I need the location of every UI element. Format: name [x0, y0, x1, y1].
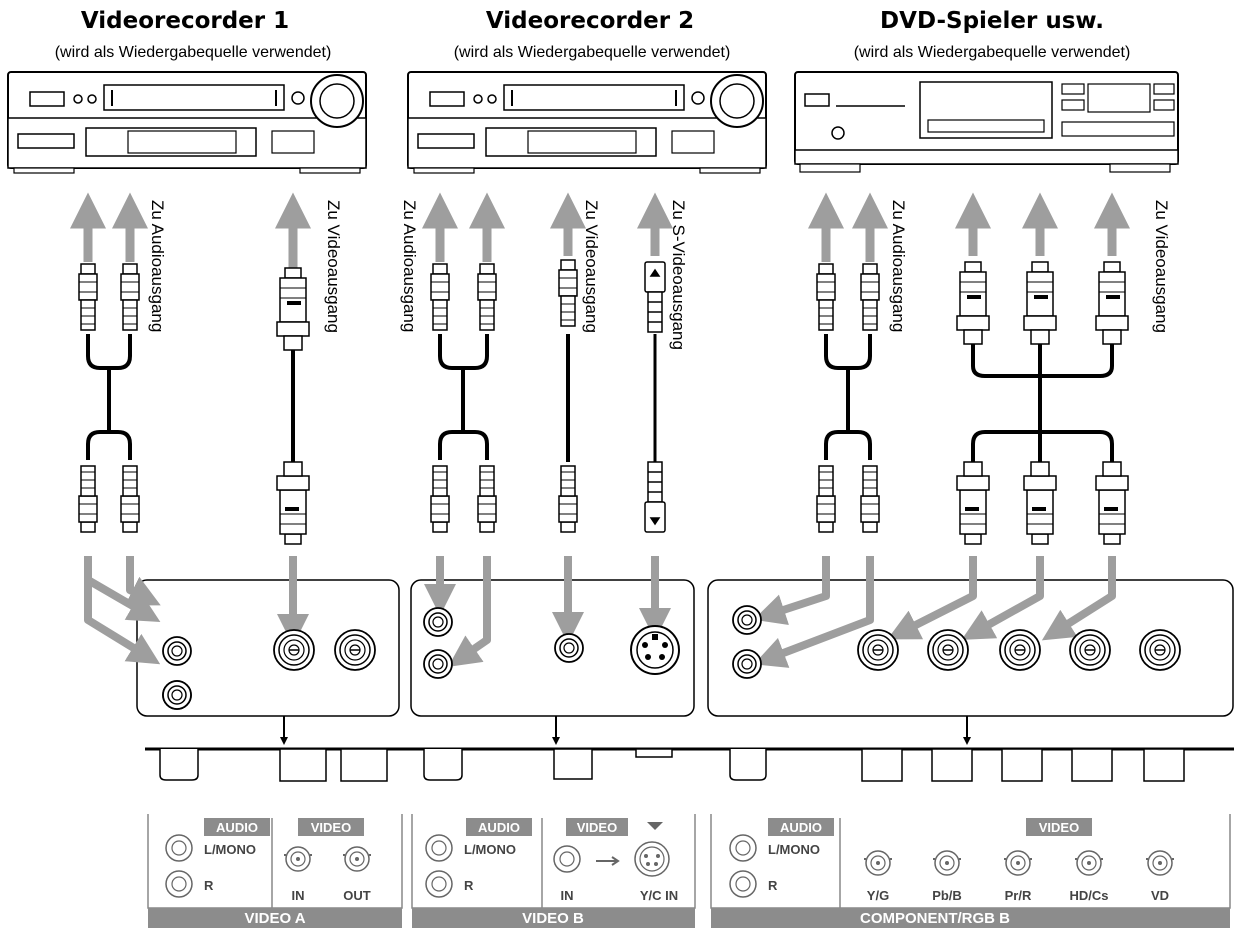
- panel-a-video-label: VIDEO: [311, 820, 351, 835]
- plugs-bottom: [78, 461, 1129, 545]
- panel-c-l-jack-icon: [729, 834, 757, 862]
- panel-a-r-label: R: [204, 878, 214, 893]
- device-2-subtitle: (wird als Wiedergabequelle verwendet): [454, 44, 731, 61]
- panel-c-name: COMPONENT/RGB B: [860, 910, 1010, 927]
- panel-b-svideo-marker-icon: [647, 822, 663, 830]
- panel-c-pbb-jack-icon: [932, 850, 962, 876]
- panel-a-in-label: IN: [292, 888, 305, 903]
- panel-b-name: VIDEO B: [522, 910, 584, 927]
- panel-b-video-badge: [566, 818, 628, 836]
- panel-b-svideo-jack-icon: [634, 841, 670, 877]
- panel-c-video-badge: [1026, 818, 1092, 836]
- panel-c-video-label: VIDEO: [1039, 820, 1079, 835]
- device-2-title: Videorecorder 2: [486, 8, 694, 34]
- panel-c-audio-badge: [768, 818, 834, 836]
- panel-b-l-jack-icon: [425, 834, 453, 862]
- dvd-player-illustration: [794, 71, 1179, 173]
- label-dvd-video-out: Zu Videoausgang: [1152, 200, 1171, 333]
- panel-c-audio-label: AUDIO: [780, 820, 822, 835]
- panel-a-out-label: OUT: [343, 888, 371, 903]
- panel-c-port-label: Y/G: [867, 888, 889, 903]
- device-3-title: DVD-Spieler usw.: [880, 8, 1104, 34]
- panel-a-r-jack-icon: [165, 870, 193, 898]
- panel-c-lmono-label: L/MONO: [768, 842, 820, 857]
- panel-b-name-bar: [412, 908, 695, 928]
- panel-b-in-jack-icon: [553, 845, 581, 873]
- cables: [86, 334, 1114, 462]
- vcr-1-illustration: [7, 71, 367, 174]
- panel-a-audio-label: AUDIO: [216, 820, 258, 835]
- label-vcr1-audio-out: Zu Audioausgang: [148, 200, 167, 332]
- device-1-title: Videorecorder 1: [81, 8, 289, 34]
- panel-b-audio-badge: [466, 818, 532, 836]
- panel-b-r-jack-icon: [425, 870, 453, 898]
- s-video-plug-bottom: [644, 461, 666, 533]
- panel-a-l-jack-icon: [165, 834, 193, 862]
- panel-c-yg-jack-icon: [863, 850, 893, 876]
- panel-b-arrow-icon: [596, 856, 620, 866]
- panel-c-r-jack-icon: [729, 870, 757, 898]
- vcr-2-illustration: [407, 71, 767, 174]
- panel-c-prr-jack-icon: [1003, 850, 1033, 876]
- arrows-to-rear-panel: [280, 716, 971, 745]
- panel-b-yc-in-label: Y/C IN: [640, 888, 678, 903]
- label-dvd-audio-out: Zu Audioausgang: [889, 200, 908, 332]
- panel-c-hdcs-jack-icon: [1074, 850, 1104, 876]
- panel-c-port-label: HD/Cs: [1069, 888, 1108, 903]
- panel-a-out-jack-icon: [342, 846, 372, 872]
- label-vcr2-video-out: Zu Videoausgang: [582, 200, 601, 333]
- panel-c-port-label: Pb/B: [932, 888, 962, 903]
- arrows-to-panels: [84, 556, 1116, 668]
- panel-b-in-label: IN: [561, 888, 574, 903]
- panel-c-r-label: R: [768, 878, 778, 893]
- plugs-top: [78, 259, 1129, 351]
- panel-c-port-label: Pr/R: [1005, 888, 1032, 903]
- arrows-to-devices: [70, 192, 1130, 282]
- rear-panel-edge: [145, 747, 1234, 782]
- panel-b-audio-label: AUDIO: [478, 820, 520, 835]
- panel-c-port-label: VD: [1151, 888, 1169, 903]
- panel-a-video-badge: [298, 818, 364, 836]
- label-vcr2-audio-out: Zu Audioausgang: [400, 200, 419, 332]
- device-3-subtitle: (wird als Wiedergabequelle verwendet): [854, 44, 1131, 61]
- panel-b-video-label: VIDEO: [577, 820, 617, 835]
- s-video-plug-top: [644, 261, 666, 333]
- panel-a-name-bar: [148, 908, 402, 928]
- panel-a-in-jack-icon: [283, 846, 313, 872]
- panel-c-vd-jack-icon: [1145, 850, 1175, 876]
- panel-a-name: VIDEO A: [244, 910, 305, 927]
- panel-b-lmono-label: L/MONO: [464, 842, 516, 857]
- label-vcr1-video-out: Zu Videoausgang: [324, 200, 343, 333]
- panel-a-lmono-label: L/MONO: [204, 842, 256, 857]
- panel-c-name-bar: [711, 908, 1230, 928]
- label-vcr2-svideo-out: Zu S-Videoausgang: [669, 200, 688, 350]
- s-video-jack: [630, 625, 680, 675]
- panel-a-audio-badge: [204, 818, 270, 836]
- device-1-subtitle: (wird als Wiedergabequelle verwendet): [55, 44, 332, 61]
- panel-b-r-label: R: [464, 878, 474, 893]
